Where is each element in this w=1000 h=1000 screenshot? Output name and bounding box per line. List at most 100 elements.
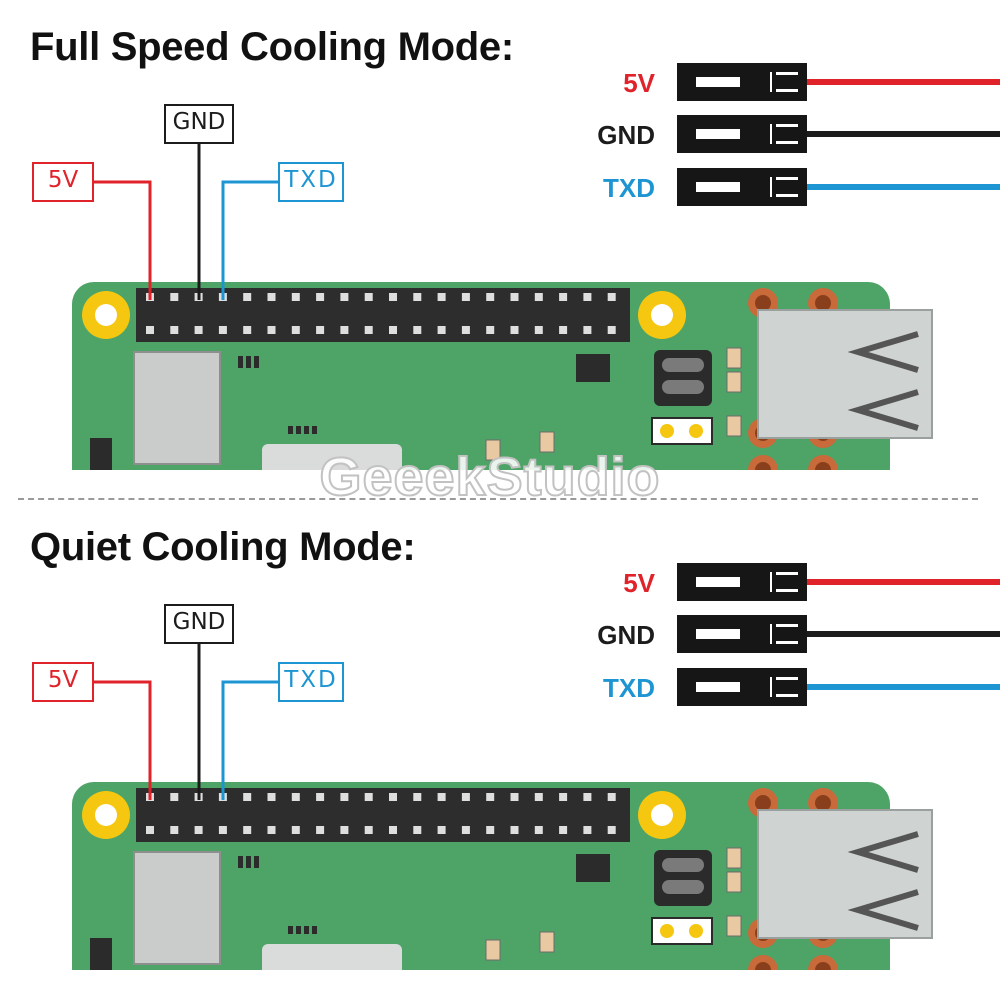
raspberry-pi-board: [72, 782, 933, 970]
gpio-pin: [291, 793, 300, 801]
component: [90, 938, 112, 970]
gpio-pin: [461, 793, 470, 801]
gpio-pin: [486, 793, 495, 801]
gpio-pin: [437, 793, 446, 801]
txd-connector-mark: [776, 677, 798, 680]
gpio-pin: [559, 293, 568, 301]
usb-symbol: [847, 331, 919, 373]
smd-component: [288, 426, 293, 434]
smd-component: [296, 926, 301, 934]
gpio-pin: [243, 326, 252, 334]
smd-component: [726, 415, 742, 437]
txd-connector-mark: [776, 194, 798, 197]
gnd-connector-slot: [696, 629, 740, 639]
gpio-pin: [218, 826, 227, 834]
component: [262, 444, 402, 470]
gnd-connector-mark: [776, 641, 798, 644]
dashed-divider: [18, 498, 978, 500]
txd-connector-slot: [696, 182, 740, 192]
gpio-pin: [607, 293, 616, 301]
gpio-pin: [170, 826, 179, 834]
gpio-header: [136, 788, 630, 842]
gnd-wire-label: GND: [597, 120, 655, 150]
gpio-pin: [340, 326, 349, 334]
panel-title: Full Speed Cooling Mode:: [30, 25, 514, 69]
panel-title: Quiet Cooling Mode:: [30, 525, 416, 569]
smd-component: [246, 856, 251, 868]
copper-hole-center: [755, 295, 771, 311]
txd-wire-label: TXD: [603, 673, 655, 703]
gpio-pin: [607, 793, 616, 801]
gpio-pin: [510, 293, 519, 301]
smd-component: [254, 856, 259, 868]
gpio-pin: [461, 826, 470, 834]
usb-symbol: [847, 389, 919, 431]
gpio-pin: [559, 326, 568, 334]
gpio-pin: [364, 826, 373, 834]
pad: [689, 424, 703, 438]
wires: [94, 642, 278, 800]
copper-hole-center: [815, 462, 831, 470]
smd-component: [485, 439, 501, 461]
copper-hole-center: [755, 795, 771, 811]
gpio-pin: [437, 826, 446, 834]
gpio-pin: [607, 326, 616, 334]
smd-component: [304, 426, 309, 434]
gpio-pin: [146, 326, 154, 334]
quiet-cooling-panel: Quiet Cooling Mode: GND 5V TXD 5V GND TX…: [0, 500, 1000, 970]
gpio-pin: [243, 293, 252, 301]
gnd-connector-divider: [770, 624, 772, 644]
usb-port: [757, 309, 933, 439]
gpio-pin: [316, 293, 325, 301]
smd-component: [539, 931, 555, 953]
txd-pin-label: TXD: [278, 162, 344, 202]
5v-connector-mark: [776, 589, 798, 592]
gpio-pin: [194, 326, 203, 334]
gnd-pin-label: GND: [164, 104, 234, 144]
smd-component: [246, 356, 251, 368]
gpio-pin: [437, 293, 446, 301]
txd-connector-mark: [776, 177, 798, 180]
gpio-pin: [534, 826, 543, 834]
smd-component: [304, 926, 309, 934]
gpio-pin: [413, 326, 422, 334]
copper-hole-center: [755, 962, 771, 970]
gpio-pin: [534, 793, 543, 801]
usb-port: [757, 809, 933, 939]
gpio-pin: [267, 826, 276, 834]
gpio-pin: [583, 326, 592, 334]
dupont-connectors: [677, 63, 1000, 206]
5v-wire-label: 5V: [623, 568, 655, 598]
component: [90, 438, 112, 470]
chip: [133, 351, 221, 465]
gpio-pin: [364, 293, 373, 301]
5v-connector-divider: [770, 72, 772, 92]
gpio-pin: [316, 793, 325, 801]
gpio-pin: [461, 293, 470, 301]
smd-component: [726, 847, 742, 869]
gpio-pin: [146, 826, 154, 834]
5v-connector-mark: [776, 72, 798, 75]
gnd-connector-mark: [776, 624, 798, 627]
usb-symbol: [847, 831, 919, 873]
gpio-pin: [559, 826, 568, 834]
gpio-pin: [218, 326, 227, 334]
txd-connector-divider: [770, 677, 772, 697]
txd-lead: [221, 680, 278, 800]
gpio-pin: [316, 826, 325, 834]
gpio-pin: [340, 293, 349, 301]
txd-pin-label: TXD: [278, 662, 344, 702]
smd-component: [296, 426, 301, 434]
chip: [133, 851, 221, 965]
copper-hole-center: [815, 962, 831, 970]
5v-connector-mark: [776, 89, 798, 92]
gpio-pin: [291, 826, 300, 834]
component: [262, 944, 402, 970]
gpio-pin: [510, 826, 519, 834]
5v-connector-divider: [770, 572, 772, 592]
watermark: GeeekStudio: [318, 446, 661, 508]
jumper: [662, 380, 704, 394]
mounting-hole-center: [95, 304, 117, 326]
pad: [660, 924, 674, 938]
5v-connector-slot: [696, 77, 740, 87]
